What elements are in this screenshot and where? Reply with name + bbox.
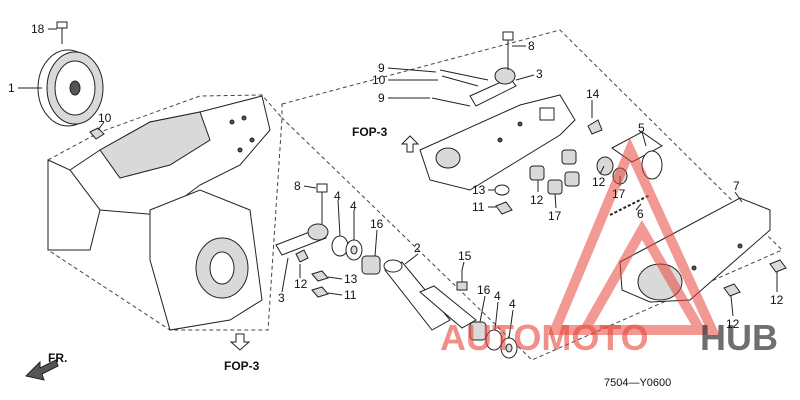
drawing-code: 7504—Y0600 <box>604 377 671 389</box>
left-assembly-outline <box>47 94 283 331</box>
callout-8-upper: 8 <box>528 39 535 53</box>
callout-16-a: 16 <box>370 217 384 231</box>
fop-upper-label: FOP-3 <box>352 125 388 139</box>
callout-11-b: 11 <box>472 200 485 214</box>
fop-lower-arrow-icon <box>229 333 251 351</box>
callout-10-left: 10 <box>98 111 112 125</box>
watermark-text-red: AUTOMOTO <box>440 317 649 358</box>
callout-12-a: 12 <box>294 277 308 291</box>
callout-12-d: 12 <box>770 293 784 307</box>
leader-lines <box>18 28 778 339</box>
callout-4-a: 4 <box>334 189 341 203</box>
bolt-18-part <box>56 21 68 44</box>
bracket-3-lower-part <box>275 183 329 263</box>
callout-12-b: 12 <box>530 193 544 207</box>
nut-10-left-part <box>89 127 105 140</box>
callout-8-lower: 8 <box>294 179 301 193</box>
callout-11-a: 11 <box>344 288 357 302</box>
pulley-part <box>37 49 104 127</box>
right-assembly-outline <box>281 29 783 361</box>
callout-15: 15 <box>458 249 472 263</box>
tube-2-part <box>383 259 477 331</box>
callout-14: 14 <box>586 87 600 101</box>
callout-2: 2 <box>414 241 421 255</box>
callout-18: 18 <box>31 22 45 36</box>
left-housing-part <box>47 95 271 331</box>
callout-13-a: 13 <box>344 272 358 286</box>
callout-3-lower: 3 <box>278 291 285 305</box>
upper-chaincase-plate-part <box>419 94 576 191</box>
watermark-logo-icon <box>547 137 720 335</box>
callout-numbers: 1 18 10 8 9 10 9 3 14 5 8 4 4 16 3 12 13… <box>8 22 784 331</box>
callout-4-c: 4 <box>494 289 501 303</box>
callout-16-b: 16 <box>477 283 491 297</box>
callout-17-a: 17 <box>548 209 562 223</box>
callout-13-b: 13 <box>472 183 486 197</box>
chaincase-cover-7-part <box>619 197 787 303</box>
front-label: FR. <box>48 351 67 365</box>
callout-3-upper: 3 <box>536 67 543 81</box>
callout-1: 1 <box>8 81 15 95</box>
callout-12-e: 12 <box>726 317 740 331</box>
callout-17-b: 17 <box>612 187 626 201</box>
callout-12-c: 12 <box>592 175 606 189</box>
fop-lower-label: FOP-3 <box>224 359 260 373</box>
callout-6: 6 <box>637 207 644 221</box>
front-direction-arrow-icon <box>25 359 59 381</box>
bracket-3-upper-part <box>431 31 517 107</box>
callout-9-lower: 9 <box>378 91 385 105</box>
callout-4-b: 4 <box>350 199 357 213</box>
callout-9-upper: 9 <box>378 61 385 75</box>
spacers-right-part <box>469 321 518 359</box>
fop-upper-arrow-icon <box>400 135 420 153</box>
watermark-text-dark: HUB <box>700 317 778 358</box>
callout-7: 7 <box>733 179 740 193</box>
chain-6-part <box>609 194 651 216</box>
callout-4-d: 4 <box>509 297 516 311</box>
callout-10-upper: 10 <box>372 73 386 87</box>
spacers-left-part <box>311 235 381 298</box>
callout-5: 5 <box>638 121 645 135</box>
fitting-15-part <box>456 270 468 291</box>
